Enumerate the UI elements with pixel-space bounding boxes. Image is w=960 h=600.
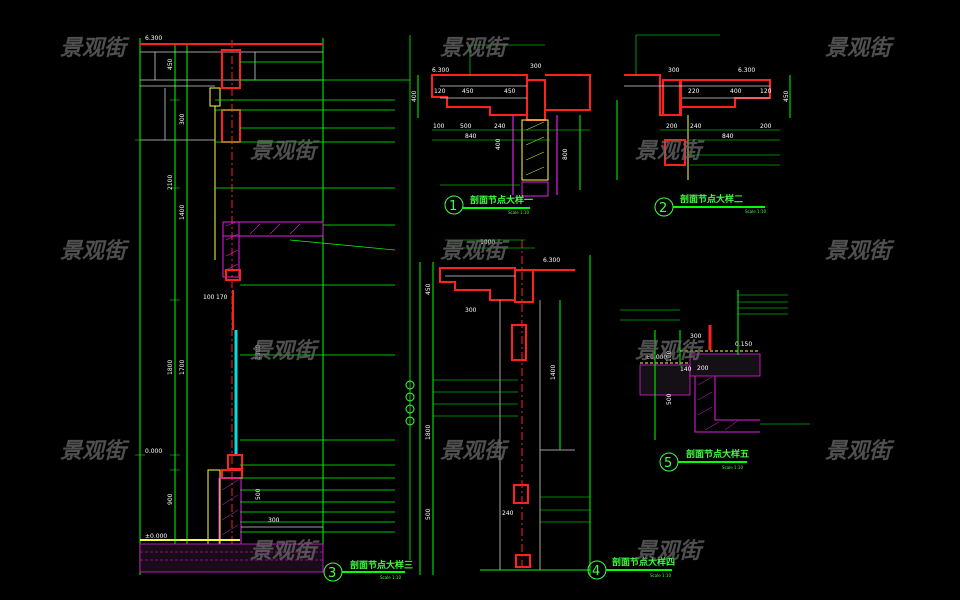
detail-2-title: 2 剖面节点大样二 Scale 1:10 — [654, 193, 766, 217]
elevation: 6.300 — [738, 67, 755, 74]
svg-text:Scale 1:10: Scale 1:10 — [650, 573, 671, 578]
watermark: 景观街 — [825, 439, 895, 464]
dim: 1800 — [167, 360, 174, 375]
detail-4-title: 4 剖面节点大样四 Scale 1:10 — [587, 556, 675, 580]
watermark: 景观街 — [250, 139, 320, 164]
dim: 840 — [465, 133, 477, 140]
dim: 800 — [562, 148, 569, 160]
dim: 300 — [268, 517, 280, 524]
watermark: 景观街 — [825, 36, 895, 61]
dim: 220 — [688, 88, 700, 95]
svg-text:5: 5 — [664, 456, 672, 471]
watermark: 景观街 — [635, 539, 705, 564]
watermark: 景观街 — [635, 339, 705, 364]
dim: 400 — [411, 90, 418, 102]
dim: 1400 — [179, 205, 186, 220]
watermarks: 景观街 景观街 景观街 景观街 景观街 景观街 景观街 景观街 景观街 景观街 … — [60, 36, 895, 564]
svg-text:Scale 1:10: Scale 1:10 — [380, 575, 401, 580]
detail-2-section: 6.300 220 400 120 240 840 200 300 450 20… — [616, 34, 791, 217]
svg-text:2: 2 — [659, 201, 667, 216]
svg-text:剖面节点大样四: 剖面节点大样四 — [612, 556, 675, 568]
dim: 450 — [462, 88, 474, 95]
watermark: 景观街 — [60, 36, 130, 61]
detail-4-section: 6.300 1000 450 300 1400 1800 500 240 4 剖… — [405, 239, 675, 580]
dim: 240 — [494, 123, 506, 130]
dim: 170 — [216, 294, 228, 301]
svg-text:Scale 1:10: Scale 1:10 — [722, 465, 743, 470]
dim: 100 — [433, 123, 445, 130]
dim: 140 — [680, 366, 692, 373]
dim: 500 — [460, 123, 472, 130]
dim: 500 — [425, 508, 432, 520]
watermark: 景观街 — [825, 239, 895, 264]
svg-text:剖面节点大样三: 剖面节点大样三 — [350, 559, 413, 571]
dim: 300 — [530, 63, 542, 70]
watermark: 景观街 — [635, 139, 705, 164]
dim: 120 — [434, 88, 446, 95]
svg-text:剖面节点大样二: 剖面节点大样二 — [680, 193, 743, 205]
dim: 300 — [179, 113, 186, 125]
dim: 100 — [203, 294, 215, 301]
dim: 240 — [502, 510, 514, 517]
detail-5-title: 5 剖面节点大样五 Scale 1:10 — [659, 448, 749, 472]
dim: 1000 — [480, 239, 495, 246]
svg-text:剖面节点大样一: 剖面节点大样一 — [470, 194, 533, 206]
detail-3-title: 3 剖面节点大样三 Scale 1:10 — [323, 559, 413, 582]
dim: 1700 — [179, 360, 186, 375]
dim: 1300 — [255, 345, 262, 360]
svg-text:剖面节点大样五: 剖面节点大样五 — [686, 448, 749, 460]
dim: 200 — [697, 365, 709, 372]
dim: 400 — [730, 88, 742, 95]
dim: 2100 — [167, 175, 174, 190]
svg-text:Scale 1:10: Scale 1:10 — [745, 209, 766, 214]
detail-1-section: 6.300 120 450 450 100 500 240 840 300 40… — [411, 44, 591, 215]
dim: 300 — [668, 67, 680, 74]
detail-1-title: 1 剖面节点大样一 Scale 1:10 — [444, 194, 533, 215]
detail-5-section: ±0.000 0.150 300 140 200 100 500 5 剖面节点大… — [620, 290, 810, 472]
dim: 300 — [690, 333, 702, 340]
dim: 1400 — [550, 365, 557, 380]
elevation-ground: ±0.000 — [145, 533, 167, 540]
dim: 200 — [666, 123, 678, 130]
dim: 900 — [167, 493, 174, 505]
dim: 240 — [690, 123, 702, 130]
dim: 300 — [465, 307, 477, 314]
elevation: 6.300 — [543, 257, 560, 264]
dim: 450 — [783, 90, 790, 102]
elevation: ±0.000 — [645, 354, 667, 361]
dim: 450 — [425, 283, 432, 295]
dim: 1800 — [425, 425, 432, 440]
dim: 450 — [504, 88, 516, 95]
elevation: 0.150 — [735, 341, 752, 348]
svg-text:3: 3 — [328, 566, 336, 581]
watermark: 景观街 — [60, 239, 130, 264]
elevation-top: 6.300 — [145, 35, 162, 42]
dim: 500 — [666, 393, 673, 405]
dim: 120 — [760, 88, 772, 95]
svg-text:4: 4 — [592, 564, 600, 579]
elevation: 6.300 — [432, 67, 449, 74]
detail-3-section: 6.300 0.000 ±0.000 450 300 2100 1400 180… — [135, 35, 413, 582]
dim: 450 — [167, 58, 174, 70]
dim: 400 — [495, 138, 502, 150]
watermark: 景观街 — [440, 239, 510, 264]
watermark: 景观街 — [440, 439, 510, 464]
watermark: 景观街 — [250, 539, 320, 564]
dim: 500 — [255, 488, 262, 500]
watermark: 景观街 — [60, 439, 130, 464]
svg-text:1: 1 — [449, 199, 457, 214]
watermark: 景观街 — [440, 36, 510, 61]
dim: 200 — [760, 123, 772, 130]
watermark: 景观街 — [250, 339, 320, 364]
dim: 100 — [666, 350, 673, 362]
elevation-floor: 0.000 — [145, 448, 162, 455]
dim: 840 — [722, 133, 734, 140]
svg-text:Scale 1:10: Scale 1:10 — [508, 210, 529, 215]
